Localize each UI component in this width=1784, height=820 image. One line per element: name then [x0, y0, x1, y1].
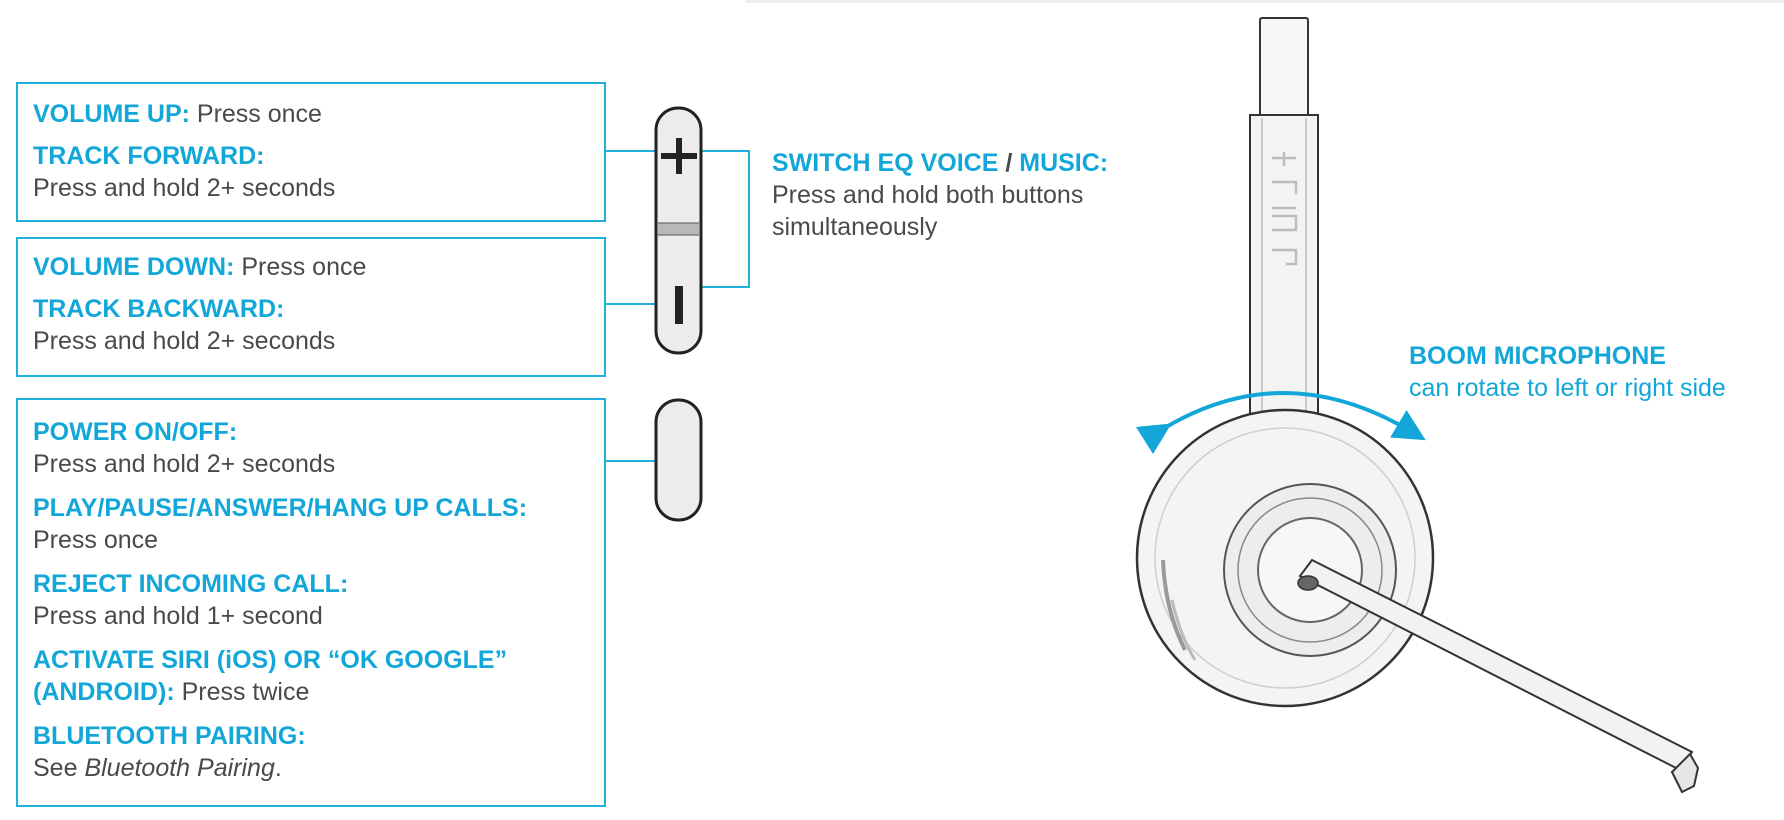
track-backward-title: TRACK BACKWARD: [33, 295, 285, 323]
eq-title-music: MUSIC: [1019, 149, 1109, 177]
eq-bracket-bottom [700, 286, 750, 288]
reject-call-title: REJECT INCOMING CALL: [33, 570, 349, 598]
boom-microphone-icon [1297, 558, 1700, 794]
eq-bracket-vertical [748, 150, 750, 288]
minus-icon [675, 286, 683, 324]
boom-callout: BOOM MICROPHONE can rotate to left or ri… [1409, 340, 1779, 404]
eq-title-separator: / [998, 149, 1020, 177]
play-pause-entry: PLAY/PAUSE/ANSWER/HANG UP CALLS: Press o… [33, 492, 603, 556]
eq-bracket-top [700, 150, 750, 152]
eq-title-voice: SWITCH EQ VOICE [772, 149, 999, 177]
boom-title: BOOM MICROPHONE [1409, 342, 1666, 370]
jlab-logo-icon [1272, 152, 1298, 266]
volume-up-title: VOLUME UP: [33, 100, 190, 128]
bluetooth-pairing-link[interactable]: Bluetooth Pairing [84, 754, 275, 782]
volume-up-box: VOLUME UP: Press once TRACK FORWARD: Pre… [16, 82, 606, 222]
plus-icon [661, 138, 697, 174]
bluetooth-title: BLUETOOTH PAIRING: [33, 722, 306, 750]
power-button-box: POWER ON/OFF: Press and hold 2+ seconds … [16, 398, 606, 807]
eq-desc-line1: Press and hold both buttons [772, 181, 1084, 209]
reject-call-desc: Press and hold 1+ second [33, 602, 323, 630]
voice-assistant-title-line2: (ANDROID): [33, 678, 175, 706]
volume-rocker[interactable] [654, 106, 703, 355]
volume-up-entry: VOLUME UP: Press once [33, 98, 603, 130]
voice-assistant-desc: Press twice [174, 678, 310, 706]
power-title: POWER ON/OFF: [33, 418, 238, 446]
bluetooth-entry: BLUETOOTH PAIRING: See Bluetooth Pairing… [33, 720, 603, 784]
ear-cup-icon [1135, 408, 1435, 708]
volume-down-desc: Press once [234, 253, 367, 281]
rotation-arrow-icon [1135, 391, 1426, 455]
bluetooth-desc-suffix: . [274, 754, 282, 782]
top-divider [745, 0, 1784, 3]
eq-desc-line2: simultaneously [772, 213, 938, 241]
reject-call-entry: REJECT INCOMING CALL: Press and hold 1+ … [33, 568, 603, 632]
volume-down-connector [606, 303, 656, 305]
boom-desc: can rotate to left or right side [1409, 374, 1726, 402]
bluetooth-desc-prefix: See [33, 754, 85, 782]
track-forward-desc: Press and hold 2+ seconds [33, 174, 336, 202]
track-backward-desc: Press and hold 2+ seconds [33, 327, 336, 355]
headband-icon [1249, 17, 1319, 441]
eq-callout: SWITCH EQ VOICE / MUSIC: Press and hold … [772, 147, 1212, 243]
volume-down-box: VOLUME DOWN: Press once TRACK BACKWARD: … [16, 237, 606, 377]
track-backward-entry: TRACK BACKWARD: Press and hold 2+ second… [33, 293, 603, 357]
power-entry: POWER ON/OFF: Press and hold 2+ seconds [33, 416, 603, 480]
volume-down-title: VOLUME DOWN: [33, 253, 235, 281]
track-forward-title: TRACK FORWARD: [33, 142, 265, 170]
track-forward-entry: TRACK FORWARD: Press and hold 2+ seconds [33, 140, 603, 204]
power-button[interactable] [654, 398, 703, 522]
power-connector [606, 460, 656, 462]
play-pause-title: PLAY/PAUSE/ANSWER/HANG UP CALLS: [33, 494, 528, 522]
volume-down-entry: VOLUME DOWN: Press once [33, 251, 603, 283]
volume-up-connector [606, 150, 656, 152]
voice-assistant-title-line1: ACTIVATE SIRI (iOS) OR “OK GOOGLE” [33, 646, 508, 674]
voice-assistant-entry: ACTIVATE SIRI (iOS) OR “OK GOOGLE” (ANDR… [33, 644, 603, 708]
volume-up-desc: Press once [189, 100, 322, 128]
play-pause-desc: Press once [33, 526, 159, 554]
power-desc: Press and hold 2+ seconds [33, 450, 336, 478]
